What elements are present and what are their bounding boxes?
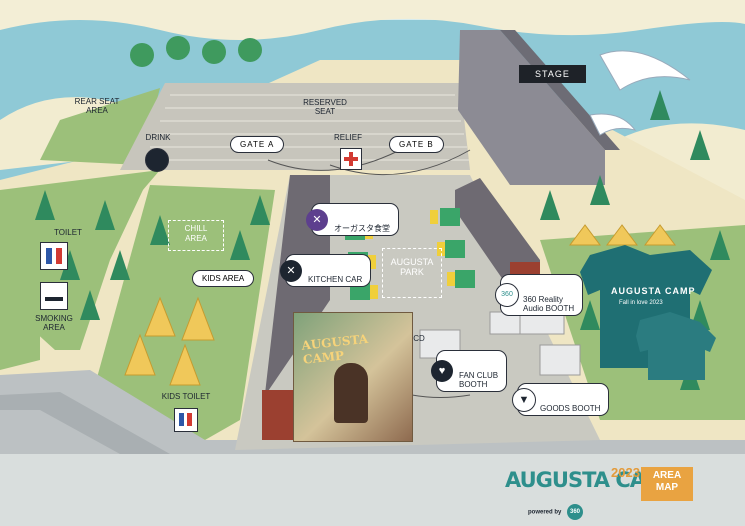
kitchen-car-label: KITCHEN CAR [308,275,363,284]
toilet-icon [40,242,68,270]
kids-area-label: KIDS AREA [192,270,255,287]
tshirt-subtitle: Fall in love 2023 [619,300,663,306]
goods-booth-label: GOODS BOOTH [540,404,601,413]
augusta-park-label: AUGUSTA PARK [382,248,442,298]
tshirt-icon: ▼ [512,387,536,412]
poster-image: AUGUSTA CAMP [293,312,413,442]
stage-label: STAGE [519,65,586,83]
kids-toilet-icon [174,408,198,432]
kids-toilet-label: KIDS TOILET [161,392,211,401]
heart-icon: ♥ [431,360,453,382]
powered-by-label: powered by [528,509,562,516]
goods-booth-sign: ▼ GOODS BOOTH [512,383,610,416]
smoking-area-label: SMOKING AREA [35,314,73,332]
cutlery-icon: ✕ [306,208,328,231]
powered-by-text: powered by 360 [528,504,584,520]
kitchen-car-sign: ✕ KITCHEN CAR [280,254,372,287]
toilet-label: TOILET [54,228,82,237]
cd-label: CD [413,334,425,343]
drink-label: DRINK [145,133,171,142]
chill-area-label: CHILL AREA [168,220,224,251]
gate-a-label: GATE A [230,136,285,153]
cutlery-icon: ✕ [280,259,302,282]
fan-club-booth-sign: ♥ FAN CLUB BOOTH [431,350,508,392]
reality-audio-booth-sign: 360 360 Reality Audio BOOTH [495,274,584,316]
reality-audio-booth-label: 360 Reality Audio BOOTH [523,295,575,313]
augusta-shokudo-label: オーガスタ食堂 [334,224,390,233]
area-map-badge: AREA MAP [641,467,693,501]
reserved-seat-label: RESERVED SEAT [303,98,347,116]
poster-title: AUGUSTA CAMP [300,331,369,367]
headphones-icon: 360 [495,283,519,307]
sponsor-logo: 360 [567,504,584,520]
tshirt-logo: AUGUSTA CAMP [611,286,696,296]
gate-b-label: GATE B [389,136,444,153]
rear-seat-label: REAR SEAT AREA [74,97,120,115]
poster-figure [334,363,368,423]
fan-club-booth-label: FAN CLUB BOOTH [459,371,499,389]
augusta-shokudo-sign: ✕ オーガスタ食堂 [306,203,399,236]
smoking-icon [40,282,68,310]
drink-icon [145,148,169,172]
footer-band [0,454,745,526]
logo-year: 2023 [611,465,640,480]
first-aid-icon [340,148,362,170]
relief-label: RELIEF [333,133,362,142]
